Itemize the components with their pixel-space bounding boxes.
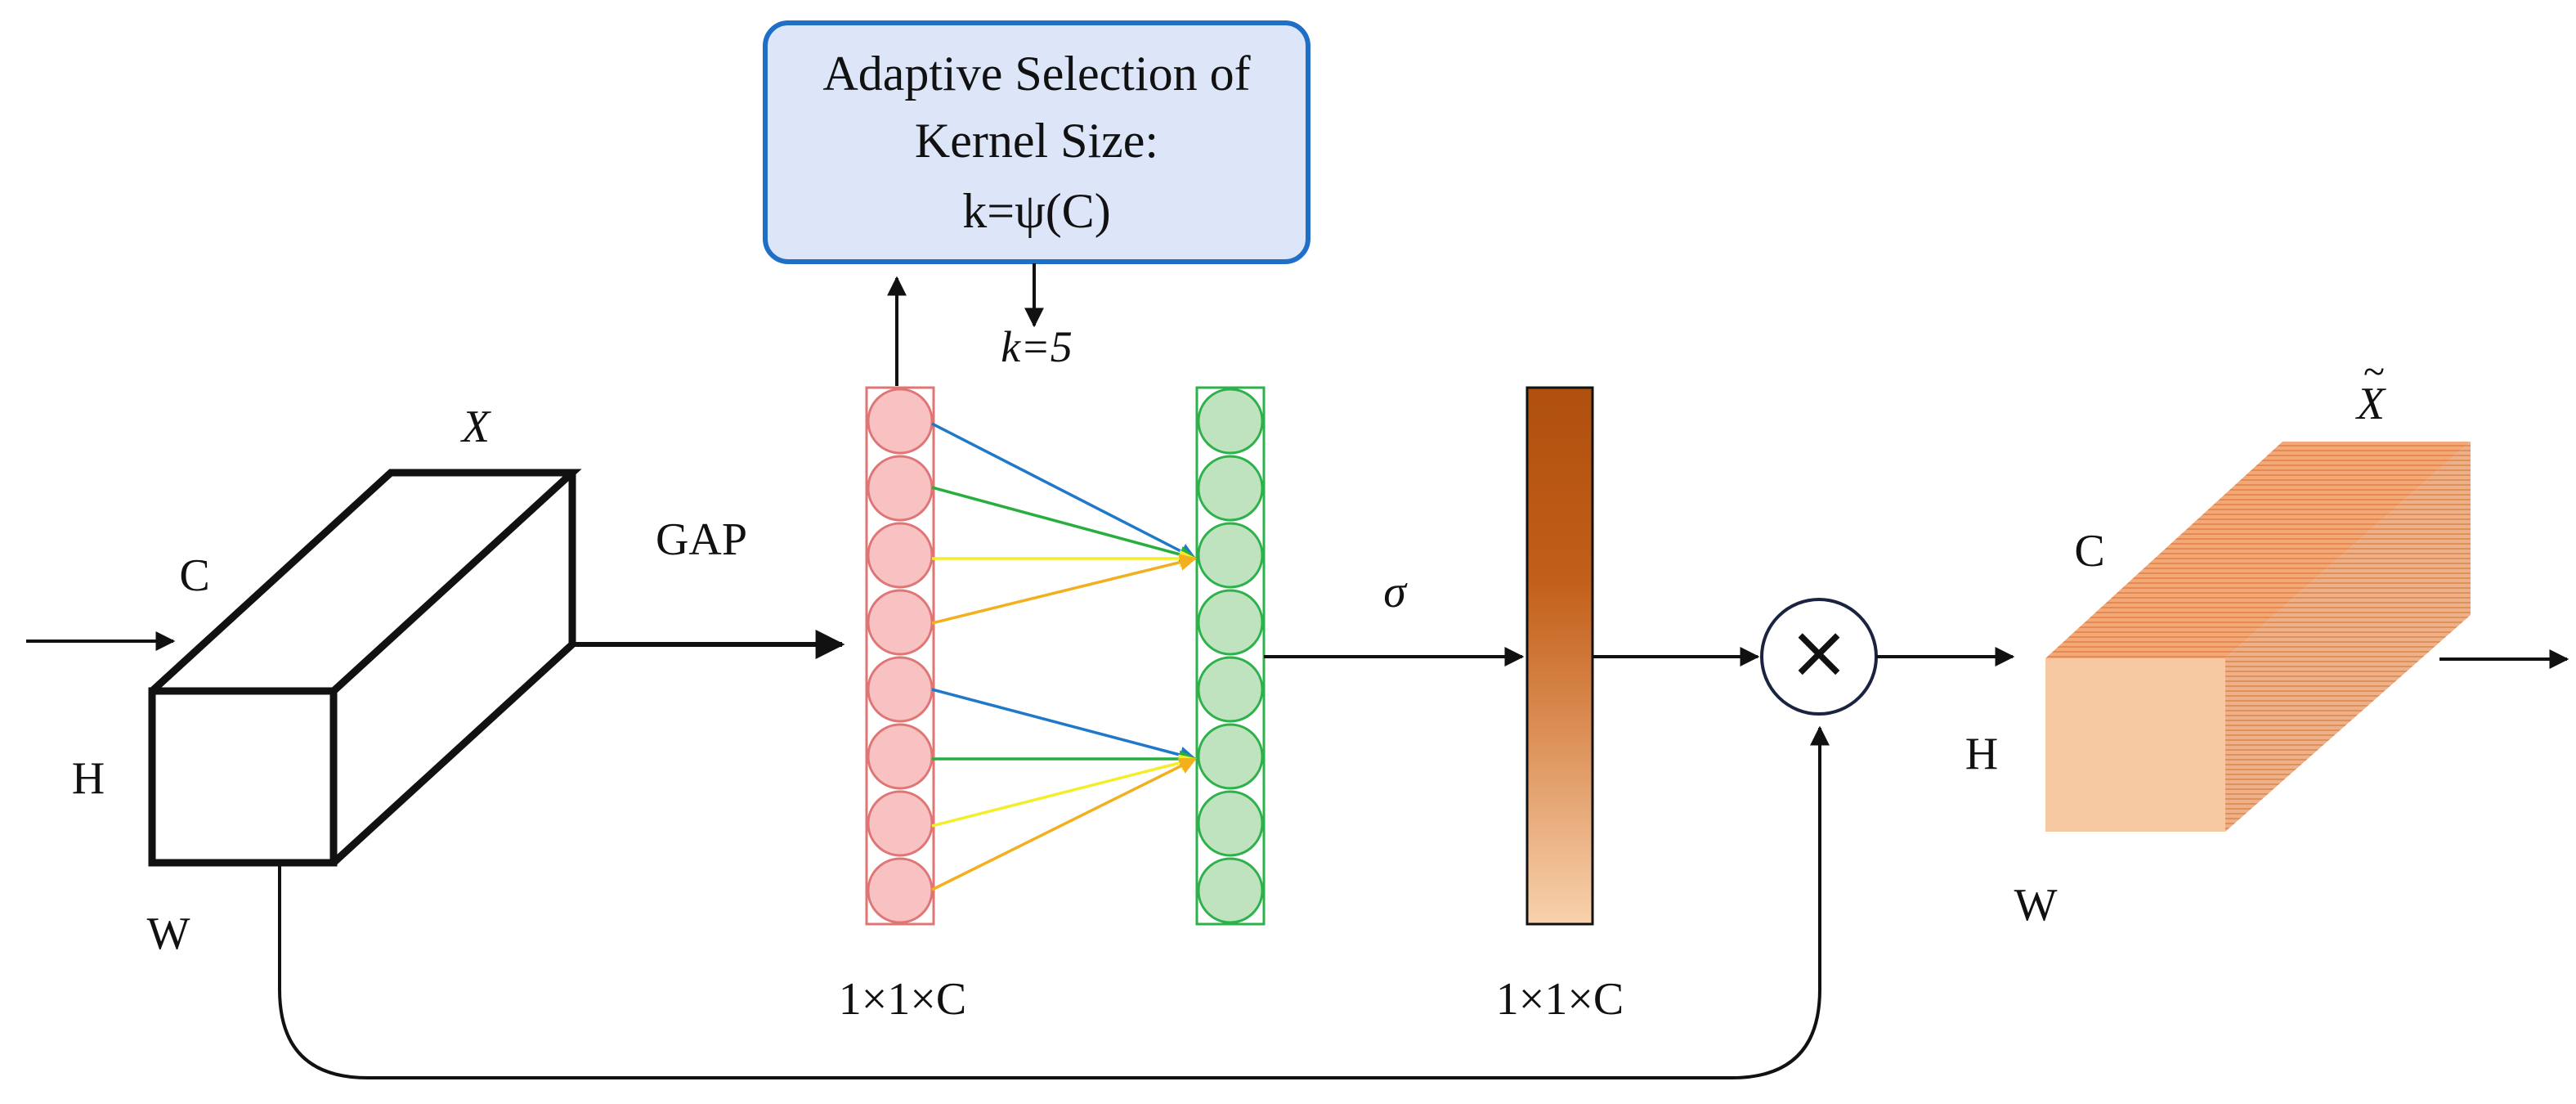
output-symbol: X — [2355, 379, 2387, 429]
pooled-circle-4 — [867, 589, 934, 656]
conv-vector-circles — [1197, 388, 1264, 924]
multiply-symbol: × — [1788, 609, 1849, 695]
conv-circle-1 — [1197, 388, 1264, 455]
input-symbol: X — [460, 402, 492, 452]
conv-circle-5 — [1197, 656, 1264, 723]
pooled-circle-8 — [867, 857, 934, 924]
connection-orange-upper — [931, 554, 1198, 625]
output-width-label: W — [2014, 880, 2058, 931]
gap-label: GAP — [656, 514, 747, 565]
output-channel-label: C — [2074, 526, 2104, 577]
kernel-size-label: k=5 — [1001, 322, 1072, 371]
output-height-label: H — [1965, 729, 1998, 779]
pooled-circle-3 — [867, 522, 934, 589]
channel-weights-bar — [1525, 386, 1594, 926]
selection-box-line2: Kernel Size: — [915, 114, 1158, 168]
selection-box-line3: k=ψ(C) — [962, 184, 1110, 238]
output-tilde: ~ — [2363, 350, 2385, 393]
selection-box-line1: Adaptive Selection of — [822, 47, 1250, 101]
input-height-label: H — [72, 753, 105, 804]
pooled-circle-5 — [867, 656, 934, 723]
conv-circle-3 — [1197, 522, 1264, 589]
connection-blue-upper — [931, 422, 1197, 560]
sigma-label: σ — [1383, 567, 1408, 617]
input-width-label: W — [147, 909, 190, 959]
conv-circle-8 — [1197, 857, 1264, 924]
pooled-vector-circles — [867, 388, 934, 924]
conv-circle-7 — [1197, 790, 1264, 857]
connection-yellow-lower — [931, 754, 1198, 828]
pooled-circle-1 — [867, 388, 934, 455]
pooled-circle-2 — [867, 455, 934, 522]
input-tensor — [148, 469, 582, 867]
pooled-circle-7 — [867, 790, 934, 857]
conv-circle-2 — [1197, 455, 1264, 522]
pooled-dim-label: 1×1×C — [839, 974, 967, 1025]
kernel-selection-box — [763, 20, 1310, 264]
pooled-circle-6 — [867, 723, 934, 790]
connection-green-upper — [931, 486, 1198, 563]
pooled-vector-frame — [865, 386, 935, 926]
skip-connection — [278, 725, 1830, 1079]
connection-orange-lower — [931, 757, 1197, 891]
conv-circle-4 — [1197, 589, 1264, 656]
input-channel-label: C — [179, 550, 209, 601]
conv-circle-6 — [1197, 723, 1264, 790]
connection-blue-lower — [931, 688, 1198, 764]
output-tensor — [2045, 442, 2471, 832]
kernel-connections — [931, 422, 1198, 891]
weights-dim-label: 1×1×C — [1496, 974, 1624, 1025]
